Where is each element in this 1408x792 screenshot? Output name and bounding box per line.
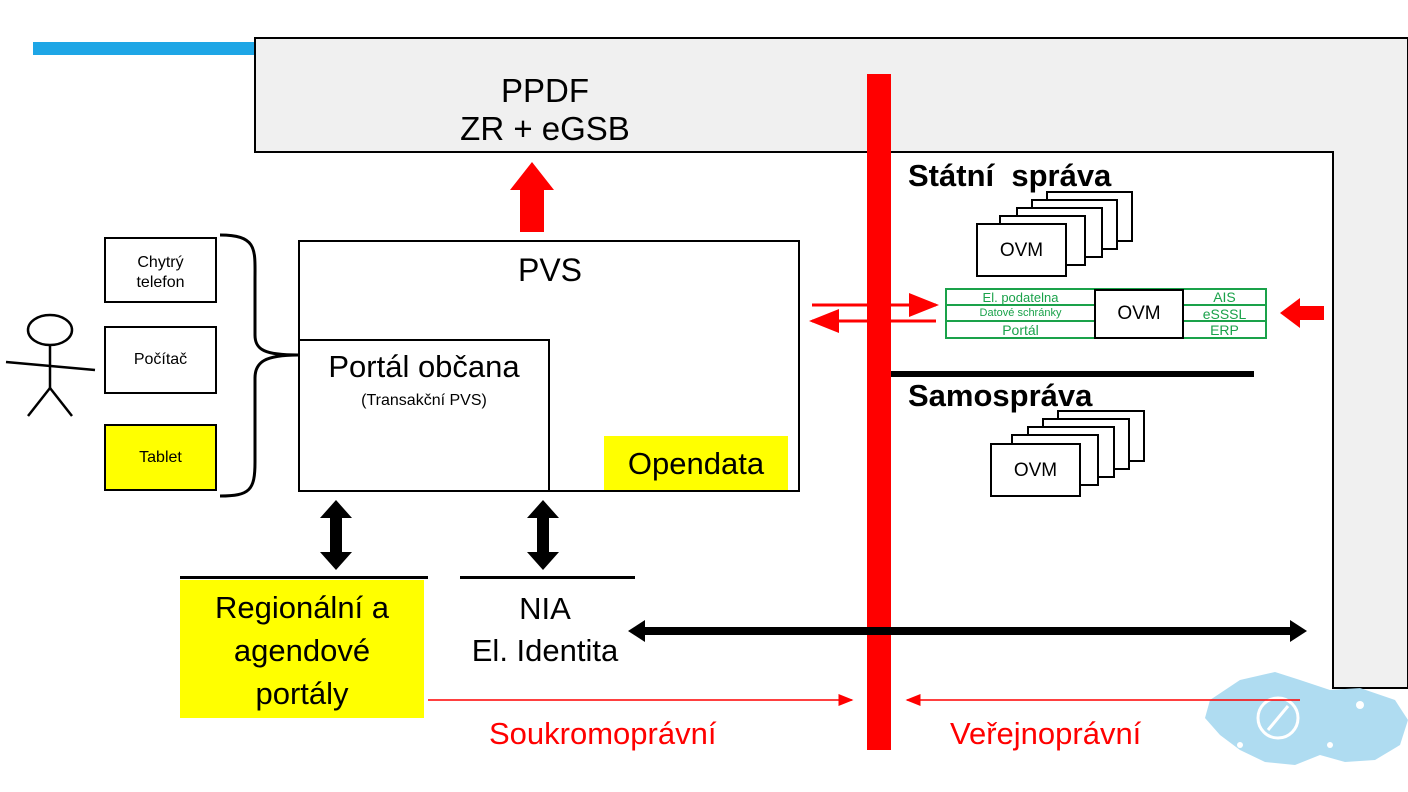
device-tablet-label: Tablet (139, 449, 182, 466)
arrow-nia-identity (628, 620, 1307, 642)
table-cell-erp: ERP (1210, 322, 1239, 338)
public-law-label: Veřejnoprávní (950, 716, 1142, 751)
ovm-label-statni: OVM (999, 240, 1044, 261)
device-computer: Počítač (104, 326, 217, 394)
ovm-box-statni: OVM (976, 223, 1067, 277)
sector-separator (891, 371, 1254, 377)
pvs-title: PVS (517, 252, 583, 288)
private-law-label: Soukromoprávní (489, 716, 717, 751)
arrow-pvs-nia (527, 500, 559, 570)
public-private-divider (867, 74, 891, 750)
portal-obcana-title: Portál občana (328, 349, 520, 384)
table-cell-ais: AIS (1213, 289, 1236, 305)
portal-obcana-box (298, 339, 550, 492)
regional-line2: agendové (233, 633, 371, 668)
samosprava-title: Samospráva (908, 378, 1093, 413)
table-ovm-label: OVM (1117, 303, 1161, 324)
device-smartphone: Chytrý telefon (104, 237, 217, 303)
ovm-label-samosprava: OVM (1013, 460, 1058, 481)
table-cell-el-podatelna: El. podatelna (982, 290, 1059, 305)
regional-line3: portály (255, 676, 349, 711)
nia-subtitle: El. Identita (471, 633, 619, 668)
device-computer-label: Počítač (133, 351, 188, 368)
user-figure-icon (5, 313, 96, 417)
device-smartphone-label2: telefon (136, 274, 185, 291)
nia-box: NIA El. Identita (455, 588, 635, 672)
table-cell-esssl: eSSSL (1202, 306, 1247, 322)
portal-obcana-subtitle: (Transakční PVS) (361, 392, 487, 409)
regional-line1: Regionální a (214, 590, 390, 625)
nia-title: NIA (519, 591, 571, 626)
arrow-pvs-regional (320, 500, 352, 570)
device-tablet: Tablet (104, 424, 217, 491)
czech-map-icon (1205, 672, 1408, 765)
ppdf-subtitle: ZR + eGSB (460, 110, 630, 147)
table-cell-portal: Portál (1002, 322, 1039, 338)
ovm-box-samosprava: OVM (990, 443, 1081, 497)
regional-portals-box: Regionální a agendové portály (180, 580, 424, 718)
ppdf-label: PPDF (500, 72, 589, 109)
table-cell-datove-schranky: Datové schránky (979, 307, 1062, 319)
statni-sprava-title: Státní správa (908, 158, 1112, 193)
nia-top-line (460, 576, 635, 579)
regional-top-line (180, 576, 428, 579)
table-ovm-center: OVM (1094, 289, 1184, 339)
ppdf-frame (254, 37, 1408, 689)
devices-brace (219, 233, 299, 498)
device-smartphone-label: Chytrý (137, 254, 184, 271)
blue-accent-line (33, 42, 255, 55)
opendata-label: Opendata (604, 436, 788, 490)
ppdf-title: PPDF ZR + eGSB (440, 72, 650, 148)
arrow-into-table (1280, 298, 1324, 328)
arrow-pvs-to-ppdf (510, 162, 554, 232)
